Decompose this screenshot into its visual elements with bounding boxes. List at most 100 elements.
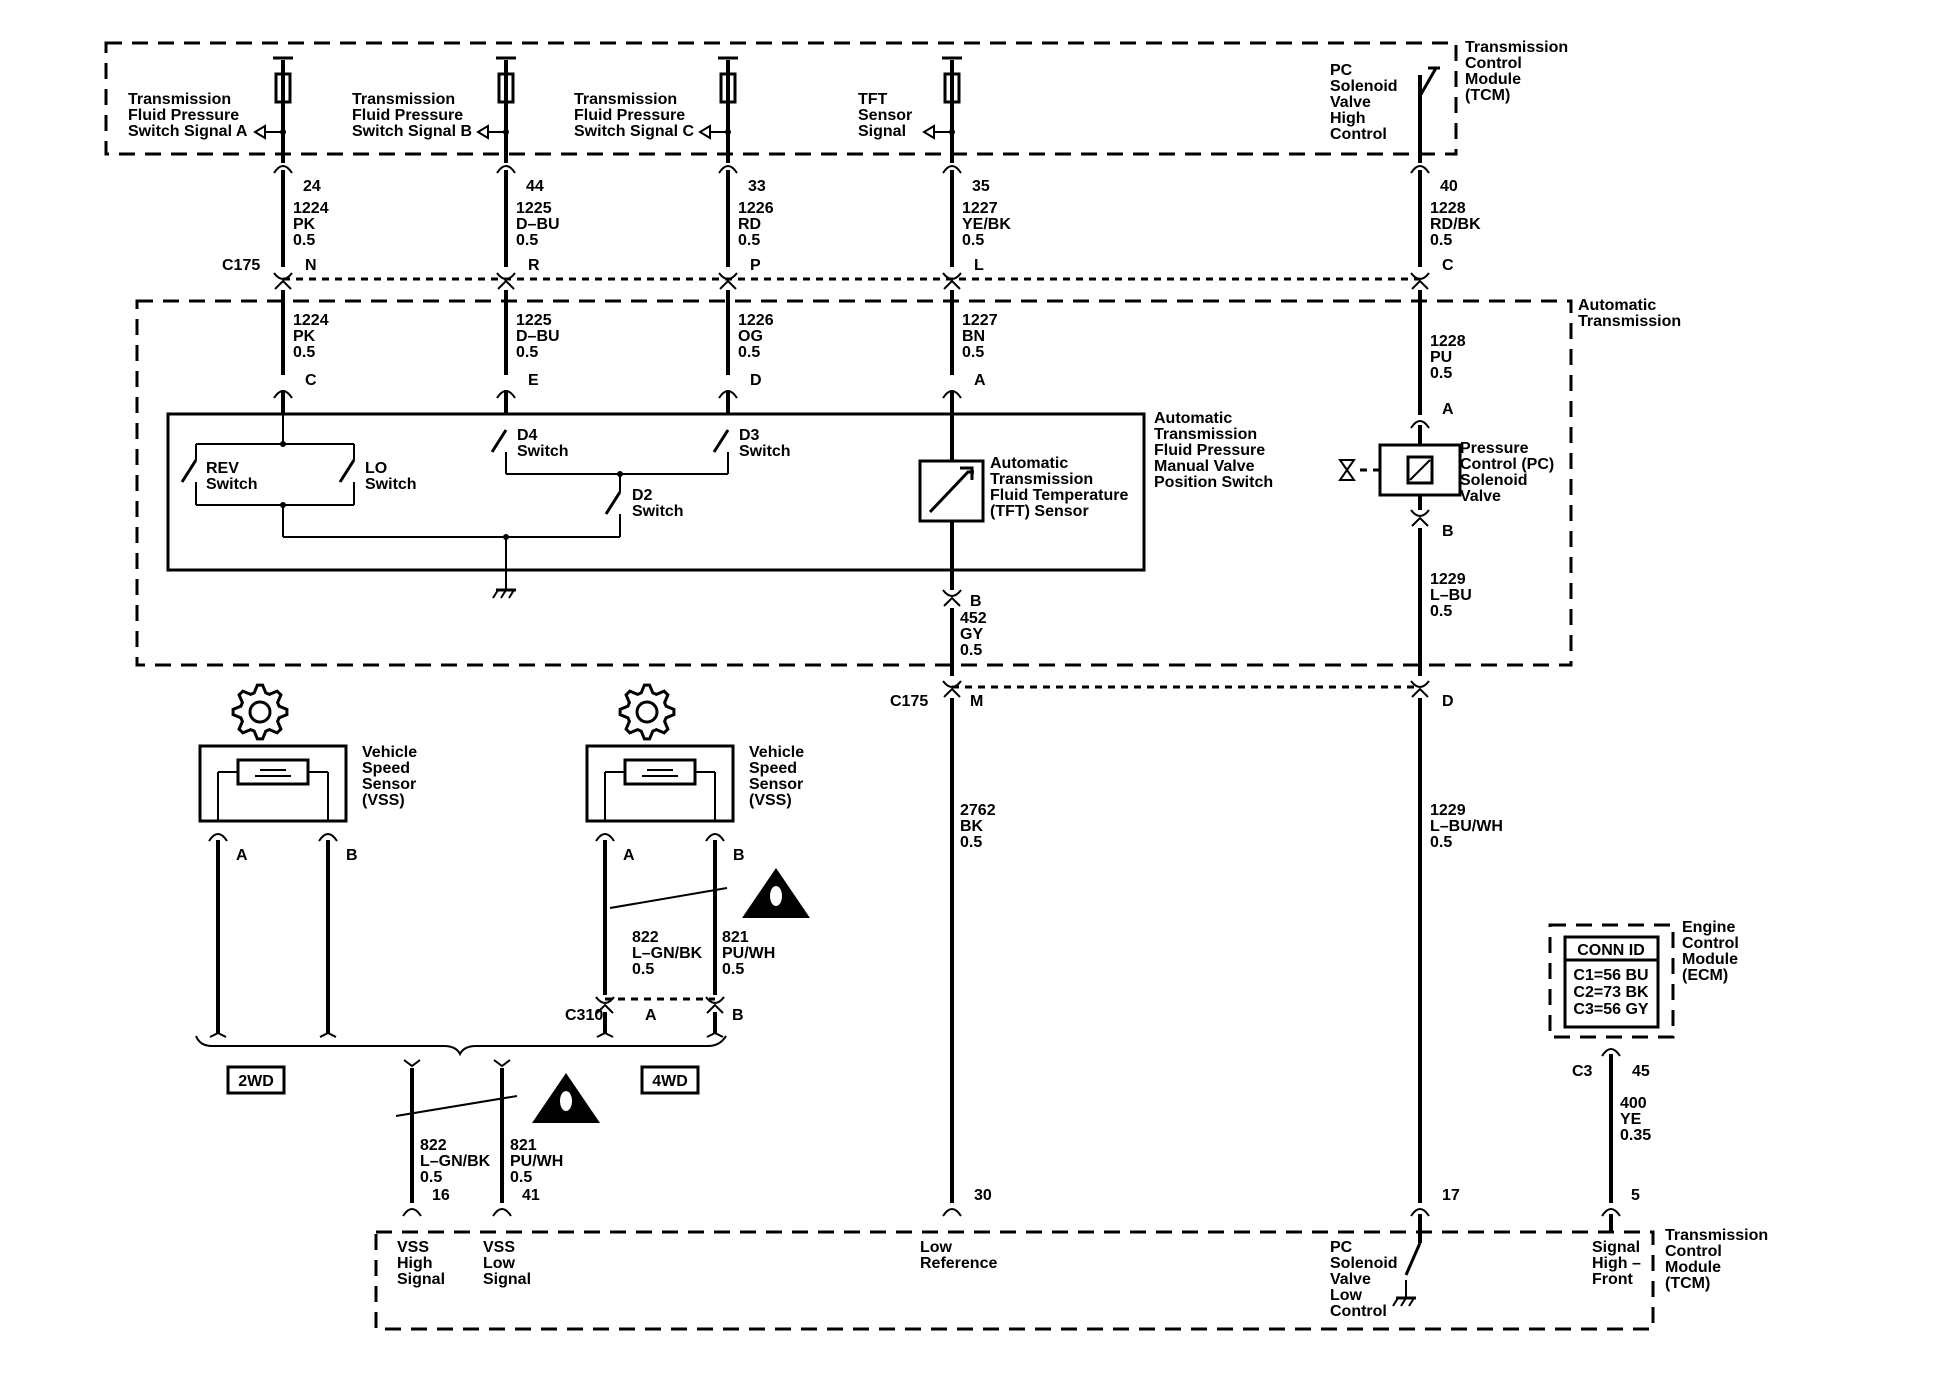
d2-switch (604, 491, 622, 515)
vss-2wd-coil (236, 758, 310, 786)
circuit-number: 1228 (1430, 200, 1466, 217)
harness-end (319, 1031, 337, 1038)
gear-icon (231, 683, 289, 741)
module-pin (492, 1208, 512, 1217)
rev-switch (180, 459, 198, 483)
wire-gauge: 0.5 (1430, 603, 1452, 620)
tcm-pin: 40 (1440, 178, 1458, 195)
pin-socket (1601, 1208, 1621, 1217)
connector-terminal (942, 680, 962, 698)
automatic-transmission-box (135, 299, 1573, 667)
warning-mark (560, 1091, 572, 1111)
tcm-bottom-box (374, 1230, 1655, 1331)
circuit-number: 400 (1620, 1095, 1647, 1112)
wire-color: PU/WH (722, 945, 775, 962)
tft-arrow-head (960, 466, 974, 480)
pc-low-control-label: Valve (1330, 1271, 1371, 1288)
module-pin (318, 833, 338, 842)
wire-gauge: 0.5 (1430, 232, 1452, 249)
d4-switch (490, 429, 508, 453)
wire-color: L–BU (1430, 587, 1472, 604)
d2-switch-label: Switch (632, 503, 684, 520)
ecm-title: Module (1682, 951, 1738, 968)
c175-label: C175 (890, 693, 928, 710)
ecm-conn-c3: C3=56 GY (1573, 1001, 1648, 1018)
ecm-title: (ECM) (1682, 967, 1728, 984)
pc-low-control-label: PC (1330, 1239, 1353, 1256)
switch-blade (604, 491, 622, 515)
pc-high-control-label: High (1330, 110, 1366, 127)
module-pin (402, 1208, 422, 1217)
vss-4wd-body (585, 744, 735, 823)
pin-socket (942, 390, 962, 399)
switch-blade (490, 429, 508, 453)
connector-socket (942, 272, 962, 280)
vss-4wd-label: Vehicle (749, 744, 804, 761)
resistor-symbol (274, 72, 292, 104)
ecm-connector: C3 (1572, 1063, 1593, 1080)
connector-pin (943, 279, 961, 290)
connector-terminal (718, 272, 738, 290)
signal-label: Switch Signal C (574, 123, 694, 140)
wire-color: PU/WH (510, 1153, 563, 1170)
lo-switch-label: Switch (365, 476, 417, 493)
tft-pin: B (970, 593, 982, 610)
module-pin (718, 390, 738, 399)
signal-high-front-label: High – (1592, 1255, 1641, 1272)
wire-gauge: 0.5 (516, 232, 538, 249)
module-pin (942, 390, 962, 399)
option-4wd-label: 4WD (652, 1073, 688, 1090)
connector-terminal (942, 589, 962, 607)
tcm-bottom-title: Module (1665, 1259, 1721, 1276)
wire-gauge: 0.5 (420, 1169, 442, 1186)
pc-solenoid-label: Control (PC) (1460, 456, 1554, 473)
vss-low-label: Signal (483, 1271, 531, 1288)
pc-solenoid-coil-line (1409, 459, 1431, 481)
c310-pin-a: A (645, 1007, 657, 1024)
valve-symbol (1338, 459, 1356, 481)
components (180, 56, 1660, 1307)
module-pin (208, 833, 228, 842)
circuit-number: 1229 (1430, 802, 1466, 819)
signal-label: Fluid Pressure (128, 107, 239, 124)
pin-socket (718, 165, 738, 174)
circuit-number: 1225 (516, 312, 552, 329)
gear-teeth (618, 683, 676, 741)
low-reference-label: Low (920, 1239, 953, 1256)
connector-pin (497, 279, 515, 290)
connector-socket (1410, 272, 1430, 280)
option-2wd-label: 2WD (238, 1073, 274, 1090)
rev-switch-label: REV (206, 460, 239, 477)
ground-hatch (1392, 1297, 1415, 1307)
module-pin (942, 165, 962, 174)
pc-solenoid-coil (1406, 455, 1434, 485)
d4-switch-label: Switch (517, 443, 569, 460)
tcm-pin: 24 (303, 178, 321, 195)
tft-sensor-label: Automatic (990, 455, 1068, 472)
wire-gauge: 0.5 (962, 232, 984, 249)
vss-high-label: Signal (397, 1271, 445, 1288)
automatic-transmission-label: Automatic (1578, 297, 1656, 314)
wire-gauge: 0.5 (1430, 365, 1452, 382)
connector-pin (943, 596, 961, 607)
vss-low-label: Low (483, 1255, 516, 1272)
module-pin (1410, 165, 1430, 174)
circuit-number: 1226 (738, 200, 774, 217)
connector-terminal (1410, 680, 1430, 698)
pin-socket (496, 390, 516, 399)
module-pin (496, 390, 516, 399)
wire-color: YE/BK (962, 216, 1011, 233)
wire-color: YE (1620, 1111, 1642, 1128)
vss-4wd-label: (VSS) (749, 792, 792, 809)
pin-socket (273, 165, 293, 174)
wire-color: RD/BK (1430, 216, 1481, 233)
module-pin (1410, 420, 1430, 429)
switch-assembly-label: Transmission (1154, 426, 1257, 443)
module-pin (1601, 1048, 1621, 1057)
tcm-pin: 30 (974, 1187, 992, 1204)
wire-color: BN (962, 328, 985, 345)
wire-gauge: 0.5 (632, 961, 654, 978)
connector-socket (718, 272, 738, 280)
solenoid-pin-a: A (1442, 401, 1454, 418)
vss-2wd-label: Sensor (362, 776, 416, 793)
